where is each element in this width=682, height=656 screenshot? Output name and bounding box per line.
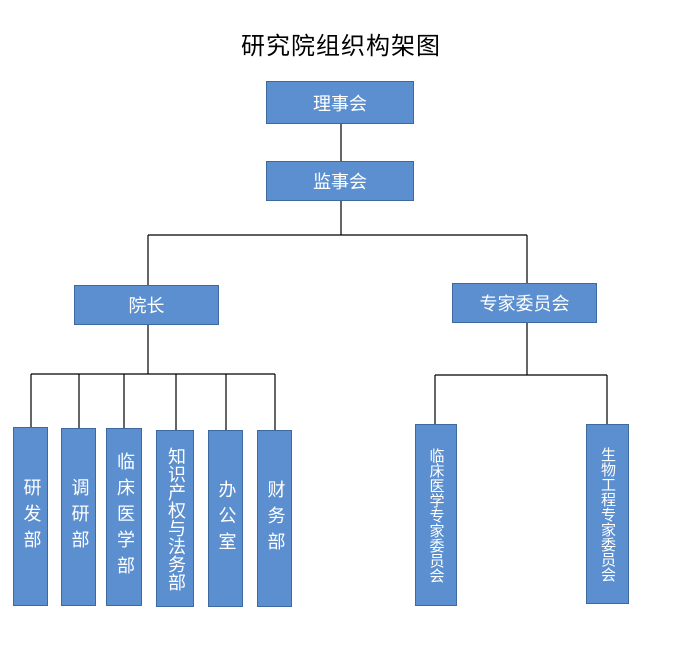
node-clinical-medicine-label: 临床医学部 [114, 452, 135, 582]
node-office-label: 办公室 [215, 479, 237, 558]
node-expert-committee: 专家委员会 [452, 283, 597, 323]
chart-title: 研究院组织构架图 [241, 32, 441, 60]
node-office: 办公室 [208, 430, 243, 607]
node-rd-label: 研发部 [20, 477, 42, 556]
node-supervisory-label: 监事会 [313, 172, 367, 193]
node-finance: 财务部 [257, 430, 292, 607]
node-bio-expert-label: 生物工程专家委员会 [599, 446, 617, 582]
node-finance-label: 财务部 [264, 479, 286, 558]
node-rd: 研发部 [13, 427, 48, 606]
node-ip-legal: 知识产权与法务部 [156, 430, 194, 607]
node-expert-committee-label: 专家委员会 [479, 294, 570, 315]
node-president-label: 院长 [128, 296, 165, 317]
node-supervisory: 监事会 [266, 161, 414, 201]
node-clinical-medicine: 临床医学部 [106, 428, 142, 606]
node-clinical-expert-label: 临床医学专家委员会 [427, 447, 446, 583]
node-clinical-expert: 临床医学专家委员会 [415, 424, 457, 606]
node-bio-expert: 生物工程专家委员会 [586, 424, 629, 604]
node-ip-legal-label: 知识产权与法务部 [165, 446, 186, 591]
node-board: 理事会 [266, 81, 414, 124]
node-research-label: 调研部 [68, 478, 90, 556]
node-research: 调研部 [61, 428, 96, 606]
node-president: 院长 [74, 285, 219, 325]
node-board-label: 理事会 [313, 93, 367, 115]
